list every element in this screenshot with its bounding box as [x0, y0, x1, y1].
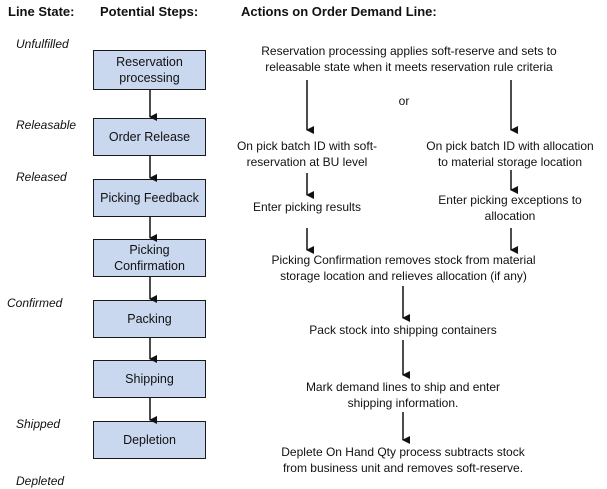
- action-enter-picking-results: Enter picking results: [252, 200, 362, 214]
- action-line2: shipping information.: [347, 396, 459, 410]
- header-potential-steps: Potential Steps:: [100, 4, 199, 19]
- step-label: Order Release: [108, 130, 191, 144]
- state-releasable: Releasable: [16, 118, 77, 132]
- step-picking-feedback: Picking Feedback: [93, 179, 206, 217]
- step-label-line2: processing: [119, 71, 180, 85]
- action-line1: Enter picking exceptions to: [438, 193, 582, 207]
- step-label: Depletion: [123, 433, 176, 447]
- action-mark-ship: Mark demand lines to ship and enter shipp…: [278, 379, 528, 411]
- action-line1: On pick batch ID with allocation: [426, 139, 594, 153]
- state-shipped: Shipped: [16, 417, 61, 431]
- action-deplete: Deplete On Hand Qty process subtracts st…: [250, 444, 556, 476]
- state-confirmed: Confirmed: [7, 296, 63, 310]
- action-line1: Reservation processing applies soft-rese…: [261, 44, 557, 58]
- action-picking-confirmation: Picking Confirmation removes stock from …: [241, 252, 566, 284]
- step-label-line1: Reservation: [116, 55, 183, 69]
- action-line2: allocation: [484, 209, 536, 223]
- step-label: Packing: [127, 312, 172, 326]
- step-label: Picking Feedback: [100, 191, 199, 205]
- step-label: Shipping: [125, 372, 174, 386]
- state-depleted: Depleted: [16, 474, 65, 488]
- step-label-line1: Picking: [129, 243, 170, 257]
- step-packing: Packing: [93, 300, 206, 338]
- action-pack-stock: Pack stock into shipping containers: [309, 323, 497, 337]
- action-line2: from business unit and removes soft-rese…: [282, 461, 524, 475]
- header-line-state: Line State:: [8, 4, 75, 19]
- action-pick-soft-reservation: On pick batch ID with soft-reservation a…: [222, 138, 392, 170]
- step-reservation-processing: Reservation processing: [93, 50, 206, 90]
- header-actions: Actions on Order Demand Line:: [241, 4, 437, 19]
- action-line2: reservation at BU level: [246, 155, 368, 169]
- action-line1: Deplete On Hand Qty process subtracts st…: [281, 445, 525, 459]
- action-line2: to material storage location: [437, 155, 583, 169]
- action-line2: releasable state when it meets reservati…: [265, 60, 553, 74]
- step-label-line2: Confirmation: [114, 259, 185, 273]
- action-pick-allocation: On pick batch ID with allocation to mater…: [412, 138, 607, 170]
- action-line1: Picking Confirmation removes stock from …: [271, 253, 536, 267]
- step-depletion: Depletion: [93, 421, 206, 459]
- action-line1: On pick batch ID with soft-: [236, 139, 378, 153]
- action-enter-picking-exceptions: Enter picking exceptions to allocation: [420, 192, 600, 224]
- action-line2: storage location and relieves allocation…: [280, 269, 527, 283]
- state-unfulfilled: Unfulfilled: [16, 37, 69, 51]
- action-reservation: Reservation processing applies soft-rese…: [229, 43, 589, 75]
- action-or: or: [398, 94, 410, 108]
- step-order-release: Order Release: [93, 118, 206, 156]
- step-shipping: Shipping: [93, 360, 206, 398]
- state-released: Released: [16, 170, 67, 184]
- action-line1: Mark demand lines to ship and enter: [305, 380, 501, 394]
